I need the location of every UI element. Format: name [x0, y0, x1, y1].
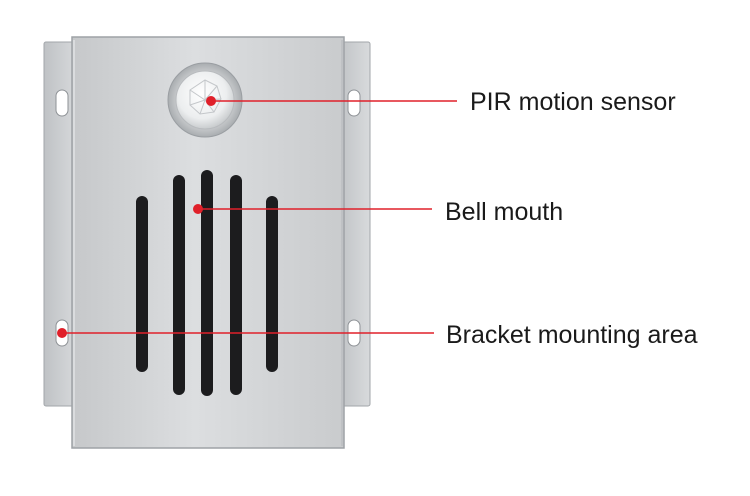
grille-slot — [266, 196, 278, 372]
bracket-mounting-area-label: Bracket mounting area — [446, 321, 698, 349]
leader-lines — [57, 96, 457, 338]
grille-slot — [201, 170, 213, 396]
bracket-leader-dot — [57, 328, 67, 338]
speaker-grille — [136, 170, 278, 396]
keyhole-slot-icon — [55, 89, 69, 117]
grille-slot — [173, 175, 185, 395]
keyhole-slot-icon — [347, 89, 361, 117]
pir-sensor-label: PIR motion sensor — [470, 88, 676, 116]
bell-mouth-label: Bell mouth — [445, 198, 564, 226]
pir-sensor-lens-icon — [167, 62, 243, 138]
pir-leader-dot — [206, 96, 216, 106]
grille-slot — [230, 175, 242, 395]
bell-leader-dot — [193, 204, 203, 214]
grille-slot — [136, 196, 148, 372]
